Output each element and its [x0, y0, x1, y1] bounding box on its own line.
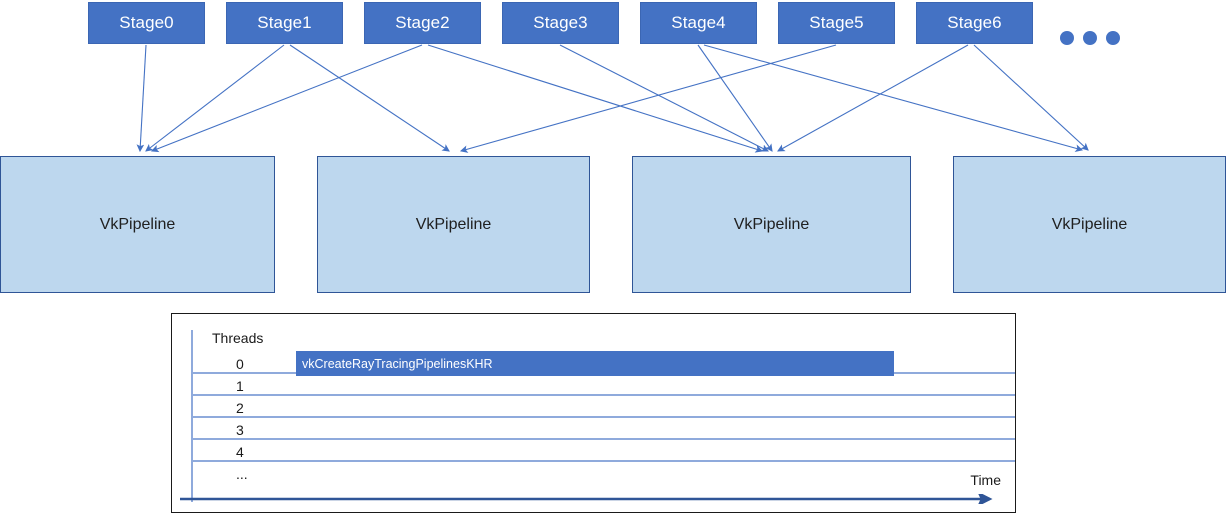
ellipsis-dot-icon [1106, 31, 1120, 45]
thread-row-label: 2 [236, 400, 244, 416]
pipeline-label: VkPipeline [733, 215, 810, 233]
pipeline-label: VkPipeline [1051, 215, 1128, 233]
stage-label: Stage3 [533, 13, 588, 32]
stage-label: Stage0 [119, 13, 174, 32]
stage-label: Stage5 [809, 13, 864, 32]
thread-row-label: 0 [236, 356, 244, 372]
pipeline-box-3[interactable]: VkPipeline [953, 156, 1226, 293]
thread-row-label: 3 [236, 422, 244, 438]
timeline-row-more: ... [191, 462, 1015, 484]
pipeline-label: VkPipeline [415, 215, 492, 233]
stage-box-0[interactable]: Stage0 [88, 2, 205, 44]
stage-label: Stage6 [947, 13, 1002, 32]
stage-label: Stage1 [257, 13, 312, 32]
pipeline-label: VkPipeline [99, 215, 176, 233]
pipeline-box-0[interactable]: VkPipeline [0, 156, 275, 293]
timeline-row-1[interactable]: 1 [191, 374, 1015, 396]
pipeline-box-2[interactable]: VkPipeline [632, 156, 911, 293]
stage-box-3[interactable]: Stage3 [502, 2, 619, 44]
time-axis-arrow [180, 494, 993, 504]
more-stages-ellipsis-icon [1060, 31, 1120, 45]
task-bar-label: vkCreateRayTracingPipelinesKHR [302, 356, 493, 371]
ellipsis-dot-icon [1083, 31, 1097, 45]
ellipsis-dot-icon [1060, 31, 1074, 45]
stage-label: Stage4 [671, 13, 726, 32]
row-gridline [191, 438, 1015, 440]
task-bar-vkcreateraytracingpipelineskhr[interactable]: vkCreateRayTracingPipelinesKHR [296, 351, 894, 376]
thread-row-label: 1 [236, 378, 244, 394]
timeline-row-2[interactable]: 2 [191, 396, 1015, 418]
thread-timeline-panel: Threads 0 1 2 3 4 ... [171, 313, 1016, 513]
thread-row-label: ... [236, 466, 248, 482]
stage-box-4[interactable]: Stage4 [640, 2, 757, 44]
timeline-row-4[interactable]: 4 [191, 440, 1015, 462]
stage-box-2[interactable]: Stage2 [364, 2, 481, 44]
time-axis-label: Time [970, 472, 1001, 488]
row-gridline [191, 416, 1015, 418]
stage-label: Stage2 [395, 13, 450, 32]
row-gridline [191, 460, 1015, 462]
threads-axis-title: Threads [212, 330, 264, 346]
timeline-row-3[interactable]: 3 [191, 418, 1015, 440]
stage-box-6[interactable]: Stage6 [916, 2, 1033, 44]
stage-box-1[interactable]: Stage1 [226, 2, 343, 44]
pipeline-box-1[interactable]: VkPipeline [317, 156, 590, 293]
threads-axis-line [191, 330, 193, 502]
row-gridline [191, 394, 1015, 396]
stage-box-5[interactable]: Stage5 [778, 2, 895, 44]
thread-row-label: 4 [236, 444, 244, 460]
